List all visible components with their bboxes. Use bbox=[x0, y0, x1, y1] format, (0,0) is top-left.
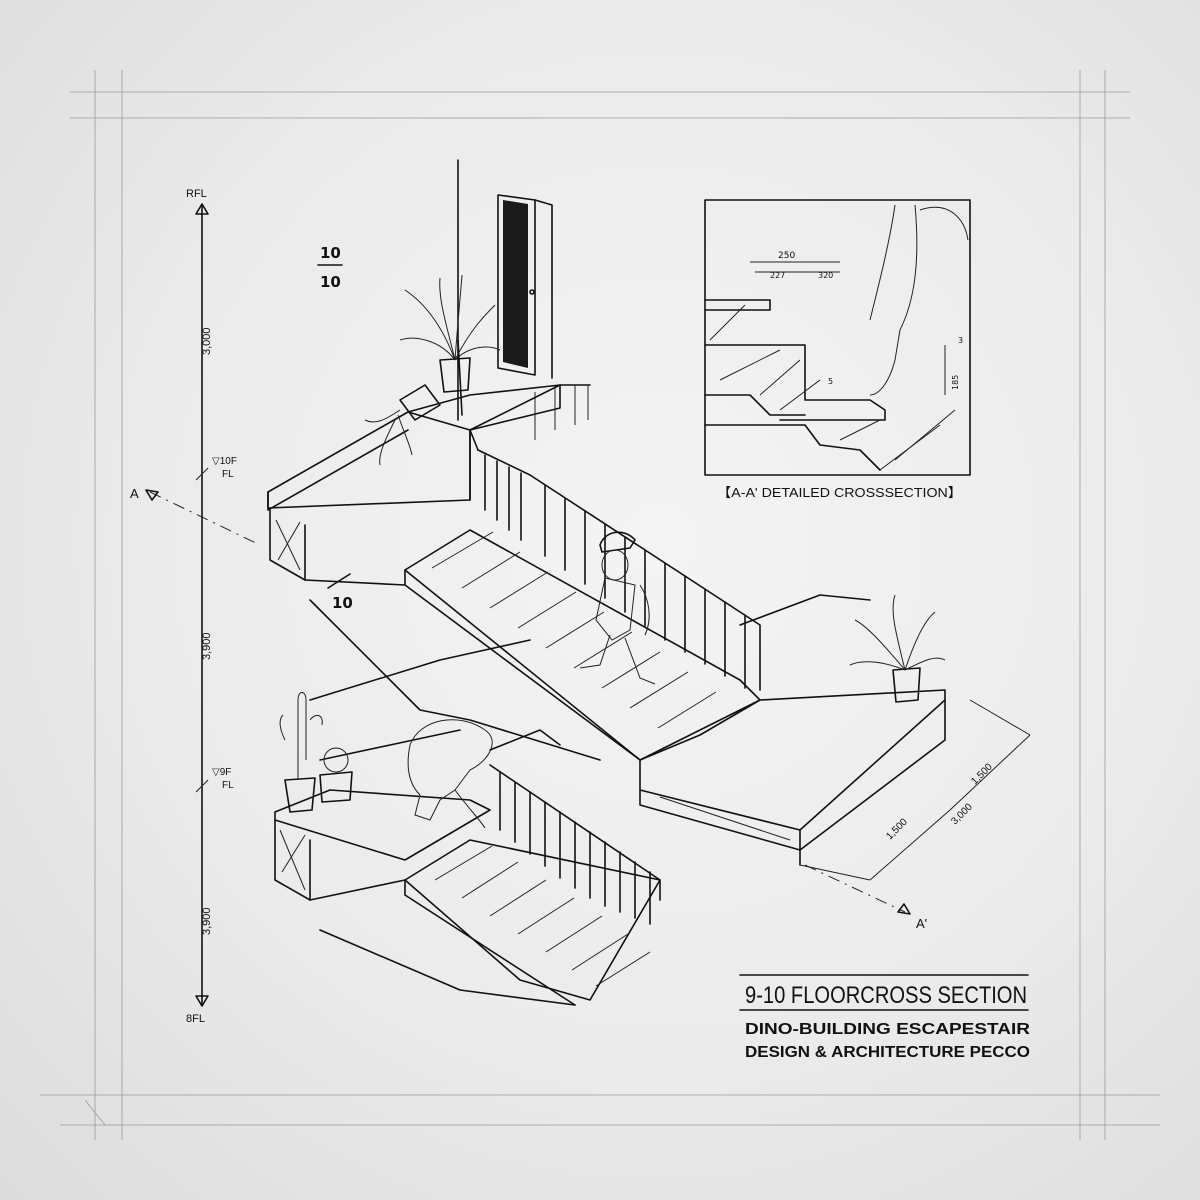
dim-3900-upper: 3,900 bbox=[201, 632, 213, 660]
sheet-number: 10 10 10 bbox=[317, 244, 353, 612]
upper-railing bbox=[469, 384, 761, 691]
title-line-2: DESIGN & ARCHITECTURE PECCO bbox=[745, 1044, 1030, 1061]
upper-landing bbox=[267, 384, 561, 581]
cactus-plants bbox=[279, 692, 353, 813]
door-wall bbox=[457, 159, 553, 421]
level-9f: ▽9F bbox=[212, 767, 231, 778]
upper-stair-flight bbox=[304, 529, 761, 761]
fraction-denominator: 10 bbox=[320, 273, 341, 291]
detail-dim-185: 185 bbox=[951, 375, 960, 390]
detail-section-box: 250 227 320 185 5 3 【A-A' DETAILED CROSS… bbox=[704, 199, 971, 500]
lower-landing bbox=[274, 639, 531, 901]
fraction-numerator: 10 bbox=[320, 244, 341, 262]
plan-dim-3000: 3,000 bbox=[949, 801, 975, 827]
detail-caption: 【A-A' DETAILED CROSSSECTION】 bbox=[717, 485, 962, 500]
drawing-title: 9-10 FLOORCROSS SECTION bbox=[745, 982, 1027, 1009]
middle-landing bbox=[639, 594, 946, 866]
title-line-1: DINO-BUILDING ESCAPESTAIR bbox=[745, 1021, 1031, 1038]
lower-stair-flight bbox=[309, 839, 661, 1006]
detail-dim-227: 227 bbox=[770, 271, 785, 280]
title-block: 9-10 FLOORCROSS SECTION DINO-BUILDING ES… bbox=[739, 974, 1031, 1061]
level-10f-fl: FL bbox=[222, 469, 234, 480]
fraction-lower: 10 bbox=[332, 594, 353, 612]
level-rfl: RFL bbox=[186, 188, 207, 200]
level-8fl: 8FL bbox=[186, 1013, 205, 1025]
potted-plant-right bbox=[849, 594, 946, 703]
section-mark-a-prime: A' bbox=[916, 916, 927, 931]
plan-dim-1500-bottom: 1,500 bbox=[884, 816, 910, 842]
plan-dim-1500-right: 1,500 bbox=[969, 761, 995, 787]
detail-dim-320: 320 bbox=[818, 271, 833, 280]
dim-3900-lower: 3,900 bbox=[201, 907, 213, 935]
lower-railing bbox=[489, 729, 661, 925]
level-10f: ▽10F bbox=[212, 456, 237, 467]
level-9f-fl: FL bbox=[222, 780, 234, 791]
fallen-pot bbox=[364, 384, 441, 466]
section-line: A A' bbox=[130, 486, 927, 931]
detail-dim-250: 250 bbox=[778, 251, 795, 261]
dinosaur-figure bbox=[407, 719, 493, 829]
girl-figure bbox=[579, 531, 656, 685]
dim-3000: 3,000 bbox=[201, 327, 213, 355]
level-dimension-line: RFL ▽10F FL ▽9F FL 8FL 3,000 3,900 3,900 bbox=[186, 188, 237, 1025]
detail-dim-5: 5 bbox=[828, 377, 833, 386]
potted-plant-top bbox=[399, 274, 501, 393]
frame-guides bbox=[40, 70, 1160, 1140]
detail-dim-3: 3 bbox=[958, 336, 963, 345]
section-mark-a: A bbox=[130, 486, 139, 501]
